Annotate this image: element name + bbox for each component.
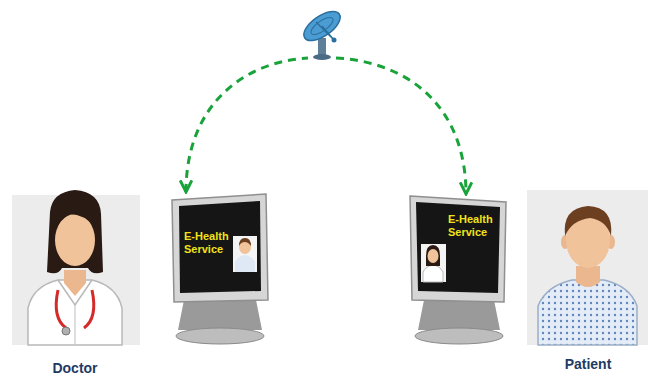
- figure-caption: Doctor: [52, 360, 97, 376]
- monitor: [172, 194, 268, 344]
- monitor: [410, 196, 506, 344]
- screen-title: E-Health Service: [448, 213, 498, 239]
- doctor-figure: [12, 190, 140, 345]
- patient-thumbnail: [233, 236, 257, 272]
- satellite-dish: [299, 6, 345, 60]
- patient-figure: [527, 190, 648, 345]
- screen-title: E-Health Service: [184, 230, 234, 256]
- monitor-screen: E-Health Service: [172, 196, 268, 302]
- figure-caption: Patient: [565, 356, 612, 372]
- signal-link: [186, 58, 466, 194]
- monitor-screen: E-Health Service: [410, 198, 506, 302]
- doctor-thumbnail: [421, 244, 446, 282]
